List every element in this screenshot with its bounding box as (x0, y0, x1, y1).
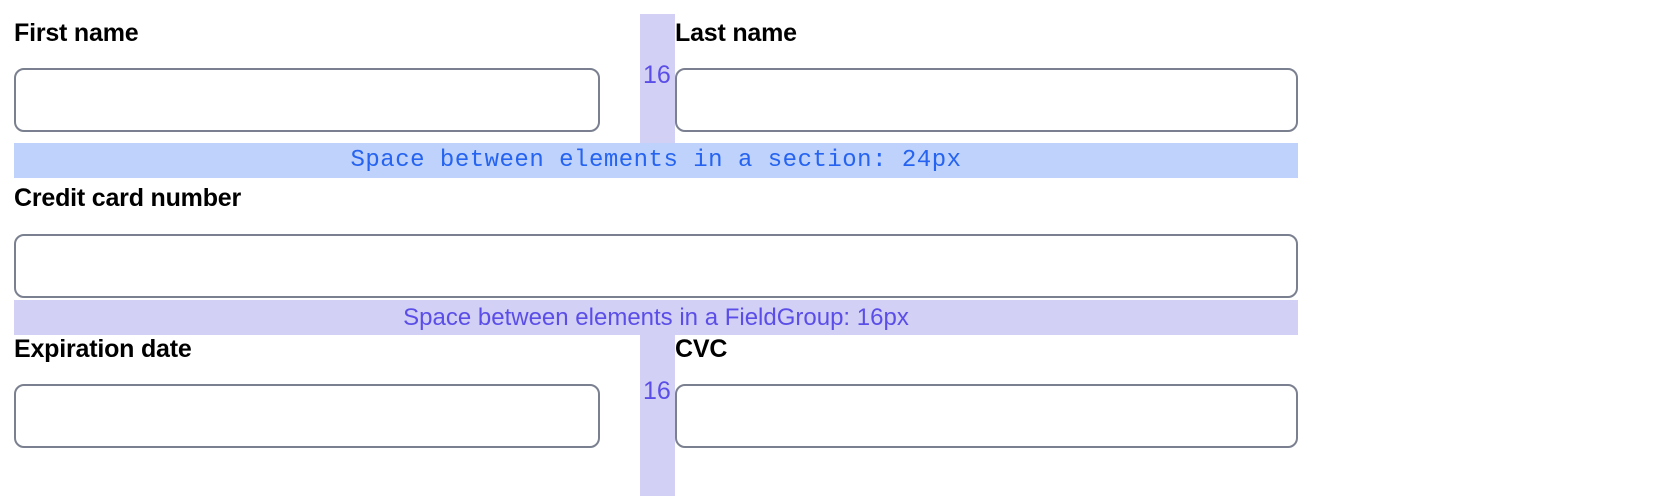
expiration-date-input[interactable] (14, 384, 600, 448)
input-wrapper-credit-card-number (14, 234, 1298, 298)
label-first-name: First name (14, 19, 139, 47)
annotation-banner-fieldgroup-spacing: Space between elements in a FieldGroup: … (14, 300, 1298, 335)
input-wrapper-expiration-date (14, 384, 600, 448)
annotation-banner-section-spacing: Space between elements in a section: 24p… (14, 143, 1298, 178)
label-expiration-date: Expiration date (14, 335, 192, 363)
first-name-input[interactable] (14, 68, 600, 132)
column-gap-label-name-row: 16 (643, 61, 671, 89)
input-wrapper-first-name (14, 68, 600, 132)
label-last-name: Last name (675, 19, 797, 47)
field-group-last-name: Last name (675, 18, 1298, 48)
last-name-input[interactable] (675, 68, 1298, 132)
label-cvc: CVC (675, 335, 728, 363)
column-gap-label-expiry-row: 16 (643, 377, 671, 405)
cvc-input[interactable] (675, 384, 1298, 448)
field-group-credit-card-number: Credit card number (14, 183, 1298, 213)
annotation-banner-section-spacing-text: Space between elements in a section: 24p… (350, 147, 962, 174)
input-wrapper-last-name (675, 68, 1298, 132)
label-credit-card-number: Credit card number (14, 184, 242, 212)
field-group-expiration-date: Expiration date (14, 334, 600, 364)
column-gap-band-expiry-row (640, 335, 675, 496)
annotation-banner-fieldgroup-spacing-text: Space between elements in a FieldGroup: … (403, 303, 909, 331)
field-group-cvc: CVC (675, 334, 1298, 364)
field-group-first-name: First name (14, 18, 600, 48)
input-wrapper-cvc (675, 384, 1298, 448)
credit-card-number-input[interactable] (14, 234, 1298, 298)
column-gap-band-name-row (640, 14, 675, 143)
